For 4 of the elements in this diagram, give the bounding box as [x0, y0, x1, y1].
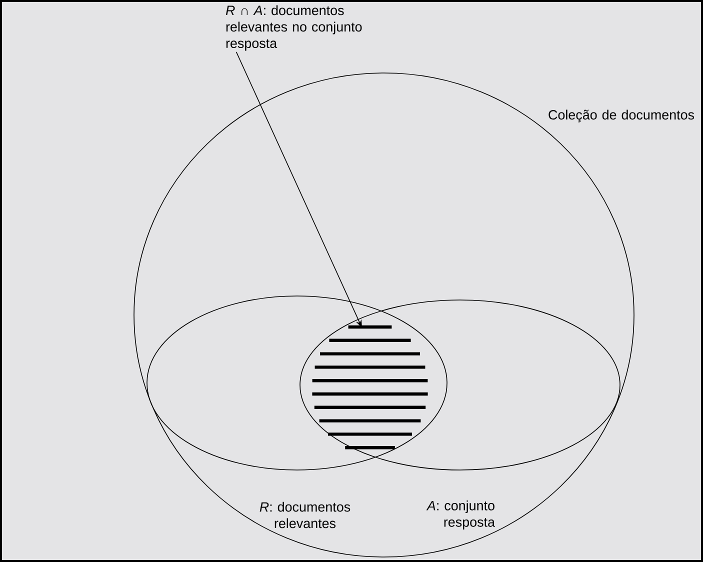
node-label: A: conjunto resposta: [426, 500, 496, 530]
node-label: R: documentos relevantes: [260, 502, 350, 528]
callout-text: R ∩ A: documentos relevantes no conjunto resposta: [226, 5, 362, 51]
hatched-intersection: [312, 325, 428, 450]
